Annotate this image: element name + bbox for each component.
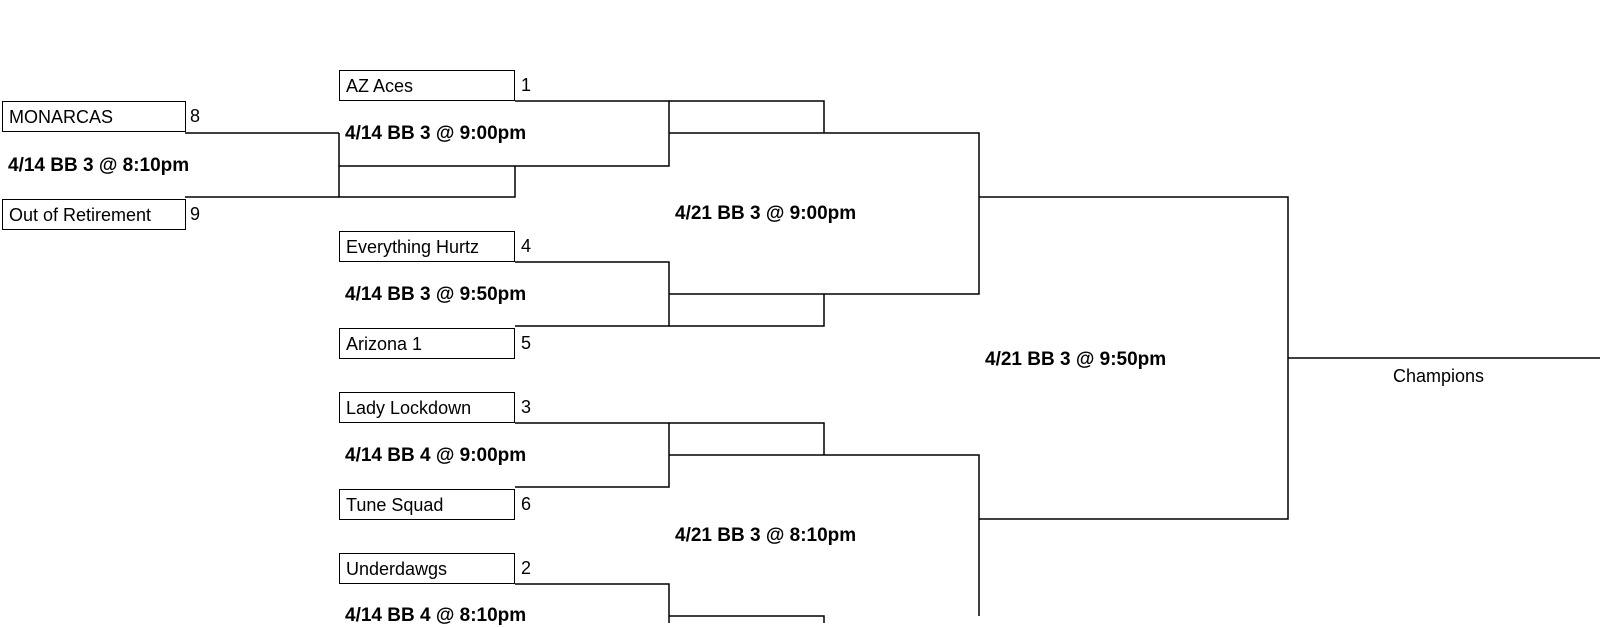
game-label-final: 4/21 BB 3 @ 9:50pm	[985, 349, 1167, 370]
sf1-top-tick	[669, 100, 825, 133]
game-label-sf-1: 4/21 BB 3 @ 9:00pm	[675, 203, 857, 224]
game-label-r2-1: 4/14 BB 3 @ 9:00pm	[345, 123, 527, 144]
team-box-tune-squad: Tune Squad	[339, 489, 515, 520]
game-label-r2-4: 4/14 BB 4 @ 8:10pm	[345, 605, 527, 626]
team-name: Arizona 1	[346, 334, 423, 354]
seed-label: 4	[521, 236, 532, 256]
champion-label: Champions	[1393, 366, 1485, 386]
game-label-r2-2: 4/14 BB 3 @ 9:50pm	[345, 284, 527, 305]
team-name: Lady Lockdown	[346, 398, 472, 418]
sf2-top-tick	[669, 422, 825, 455]
sf2-bracket	[669, 454, 980, 616]
game-label-sf-2: 4/21 BB 3 @ 8:10pm	[675, 525, 857, 546]
r2-g3-bracket	[515, 422, 670, 488]
team-box-out-of-retirement: Out of Retirement	[2, 199, 186, 230]
r2-g1-lower-slot	[338, 166, 516, 198]
seed-label: 1	[521, 75, 532, 95]
r2-g1-bracket	[338, 100, 670, 167]
team-name: Everything Hurtz	[346, 237, 480, 257]
r2-g4-bracket	[515, 583, 670, 623]
team-name: Underdawgs	[346, 559, 448, 579]
team-box-everything-hurtz: Everything Hurtz	[339, 231, 515, 262]
team-name: Out of Retirement	[9, 205, 152, 225]
team-name: AZ Aces	[346, 76, 414, 96]
team-name: MONARCAS	[9, 107, 114, 127]
sf1-bottom-tick	[669, 294, 825, 327]
game-label-r2-3: 4/14 BB 4 @ 9:00pm	[345, 445, 527, 466]
team-box-lady-lockdown: Lady Lockdown	[339, 392, 515, 423]
seed-label: 2	[521, 558, 532, 578]
team-box-monarcas: MONARCAS	[2, 101, 186, 132]
r2-g2-bracket	[515, 261, 670, 327]
seed-label: 6	[521, 494, 532, 514]
sf2-bottom-tick	[669, 615, 825, 623]
team-box-arizona-1: Arizona 1	[339, 328, 515, 359]
game-label-r1: 4/14 BB 3 @ 8:10pm	[8, 155, 190, 176]
team-box-underdawgs: Underdawgs	[339, 553, 515, 584]
seed-label: 9	[190, 204, 201, 224]
seed-label: 3	[521, 397, 532, 417]
seed-label: 8	[190, 106, 201, 126]
team-box-az-aces: AZ Aces	[339, 70, 515, 101]
team-name: Tune Squad	[346, 495, 444, 515]
seed-label: 5	[521, 333, 532, 353]
